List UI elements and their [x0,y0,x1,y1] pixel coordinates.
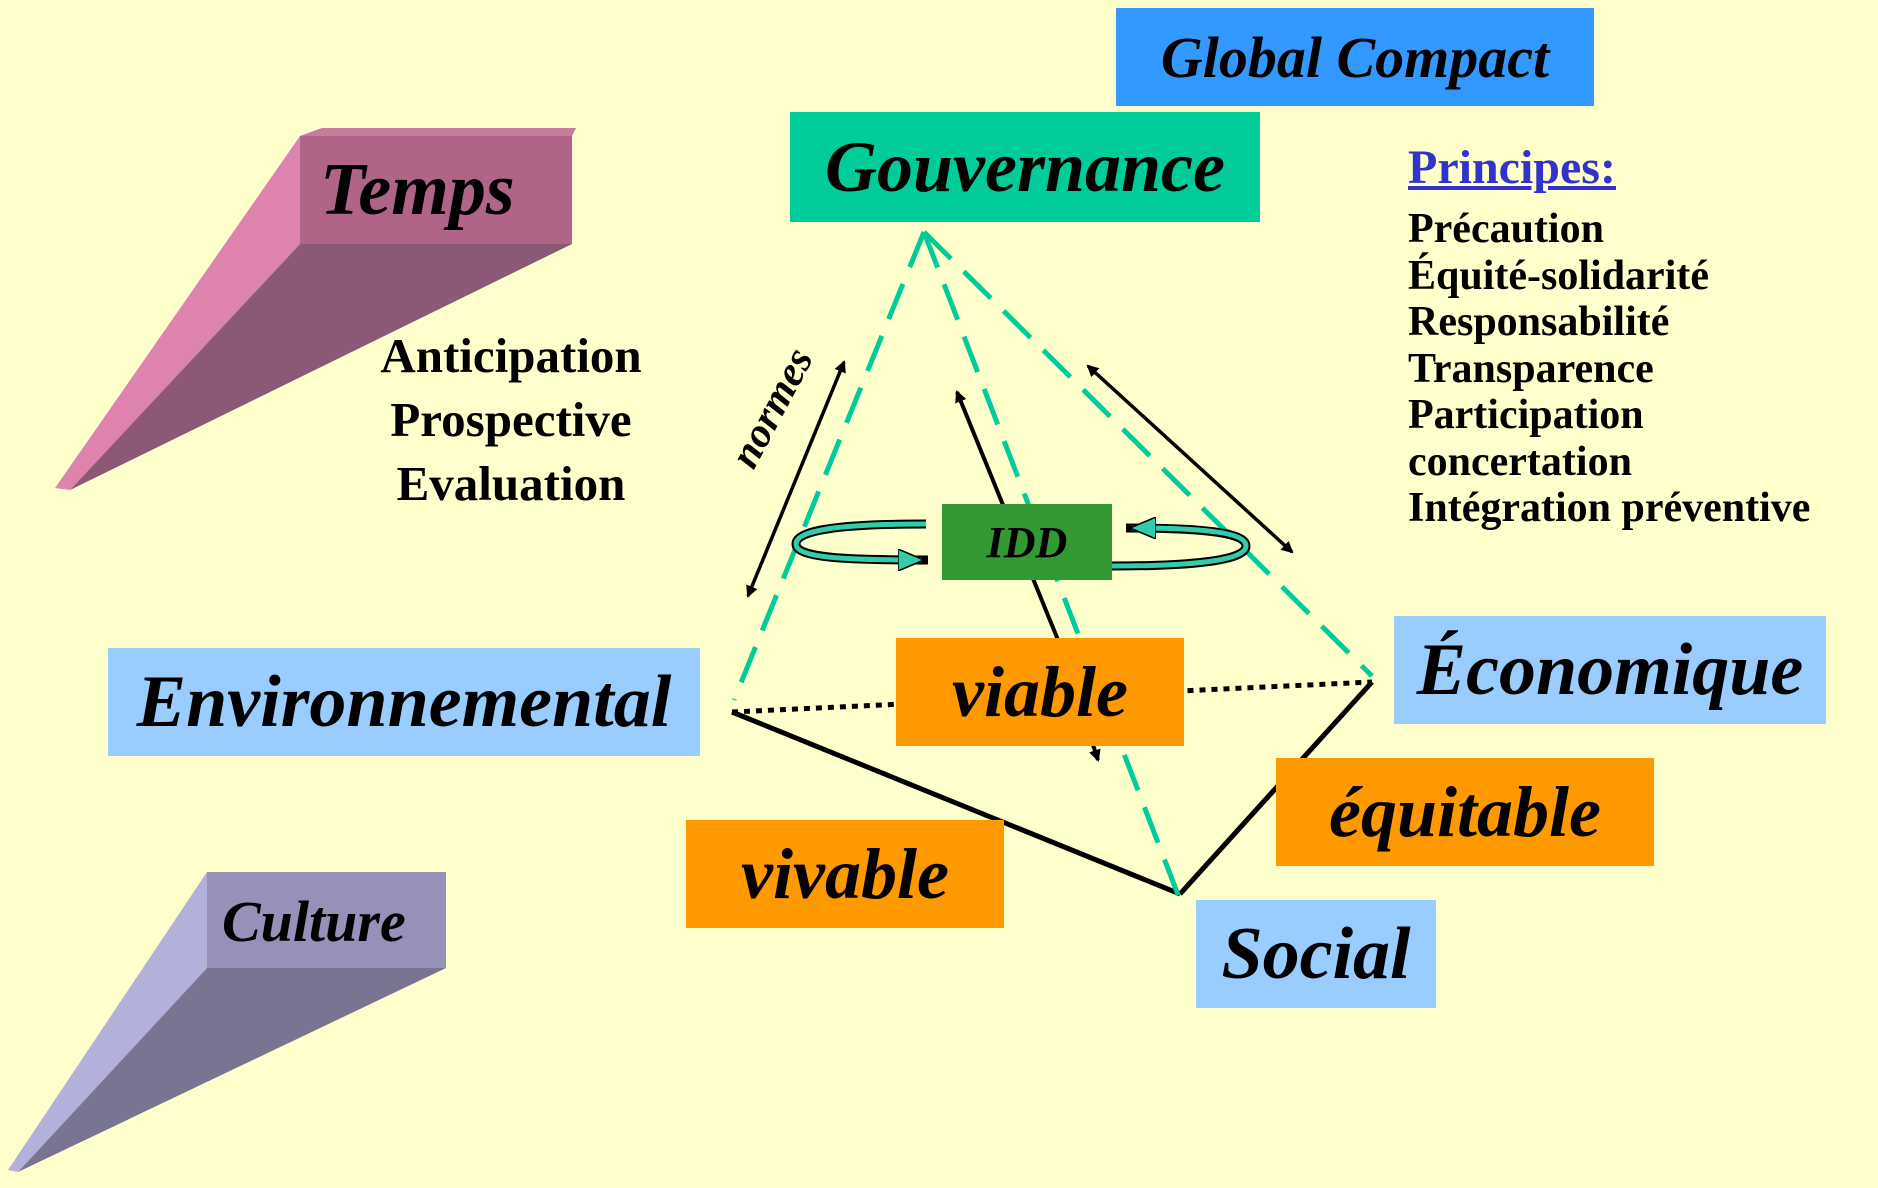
gouvernance-box: Gouvernance [790,112,1260,222]
anticipation-item: Anticipation [380,328,642,383]
principle-item: Participation [1408,392,1644,438]
environnemental-box: Environnemental [108,648,700,756]
principles-list: Précaution Équité-solidarité Responsabil… [1408,206,1810,532]
vivable-box: vivable [686,820,1004,928]
principles-title: Principes: [1408,141,1616,194]
principle-item: Transparence [1408,345,1654,392]
social-box: Social [1196,900,1436,1008]
idd-box: IDD [942,504,1112,580]
global-compact-box: Global Compact [1116,8,1594,106]
anticipation-item: Prospective [390,392,632,447]
temps-label: Temps [320,149,515,231]
culture-wedge [8,872,446,1172]
anticipation-list: Anticipation Prospective Evaluation [366,324,656,516]
equitable-box: équitable [1276,758,1654,866]
culture-label: Culture [222,889,406,954]
right-double-arrow [1086,364,1294,554]
economique-box: Économique [1394,616,1826,724]
principle-item: Précaution [1408,206,1604,252]
idd-rotation-arrows [791,524,1251,566]
anticipation-item: Evaluation [396,456,626,511]
principle-item: Responsabilité [1408,299,1670,345]
normes-arrow [746,360,846,598]
temps-wedge [55,128,576,490]
principle-item: concertation [1408,438,1632,485]
principle-item: Intégration préventive [1408,485,1811,531]
viable-box: viable [896,638,1184,746]
principle-item: Équité-solidarité [1408,252,1709,299]
